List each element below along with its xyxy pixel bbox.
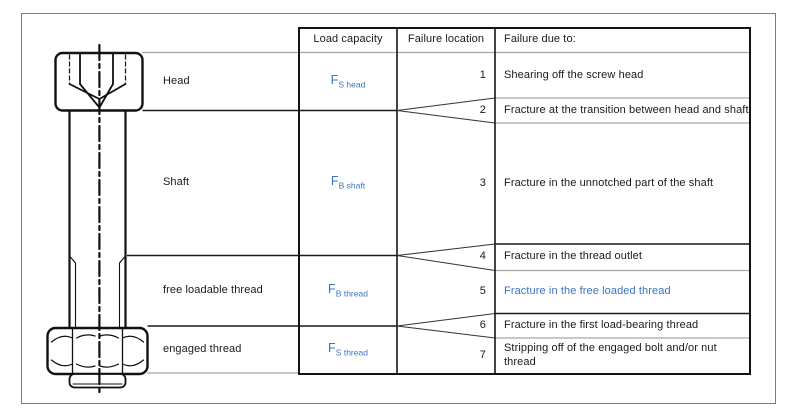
failure-cause: Stripping off of the engaged bolt and/or… [504,342,717,368]
failure-location-number: 4 [479,250,486,263]
table-grid [127,27,751,375]
failure-cause: Fracture at the transition between head … [504,103,749,116]
failure-location-number: 3 [479,176,486,189]
load-capacity-free-thread: FB thread [328,281,368,299]
bolt-drawing [46,43,149,397]
bolt-shank [68,109,127,331]
nut [46,326,149,376]
failure-cause: Fracture in the free loaded thread [504,284,671,297]
bolt-end [68,373,127,389]
failure-cause: Shearing off the screw head [504,68,644,81]
failure-cause: Fracture in the thread outlet [504,250,643,263]
load-capacity-head: FS head [330,72,366,90]
nut-face-edges [71,328,124,374]
socket-edges [79,53,114,85]
column-header-load-capacity: Load capacity [313,33,383,46]
failure-cause: Fracture in the first load-bearing threa… [504,318,699,331]
failure-location-number: 5 [479,284,486,297]
region-label-free-thread: free loadable thread [163,283,263,296]
region-label-engaged-thread: engaged thread [163,342,242,355]
failure-cause: Fracture in the unnotched part of the sh… [504,176,714,189]
transition-leader-lines [396,97,496,339]
column-header-failure-location: Failure location [407,33,485,46]
failure-location-number: 6 [479,318,486,331]
load-capacity-engaged-thread: FS thread [328,340,368,358]
failure-location-number: 7 [479,349,486,362]
region-label-head: Head [163,74,190,87]
bolt-thread-root [68,255,127,330]
failure-location-number: 2 [479,103,486,116]
failure-location-number: 1 [479,68,486,81]
column-header-failure-due-to: Failure due to: [504,33,576,46]
load-capacity-shaft: FB shaft [330,174,366,191]
nut-chamfer-arcs [50,334,145,368]
socket-hidden-edges [68,54,127,85]
region-label-shaft: Shaft [163,176,190,189]
